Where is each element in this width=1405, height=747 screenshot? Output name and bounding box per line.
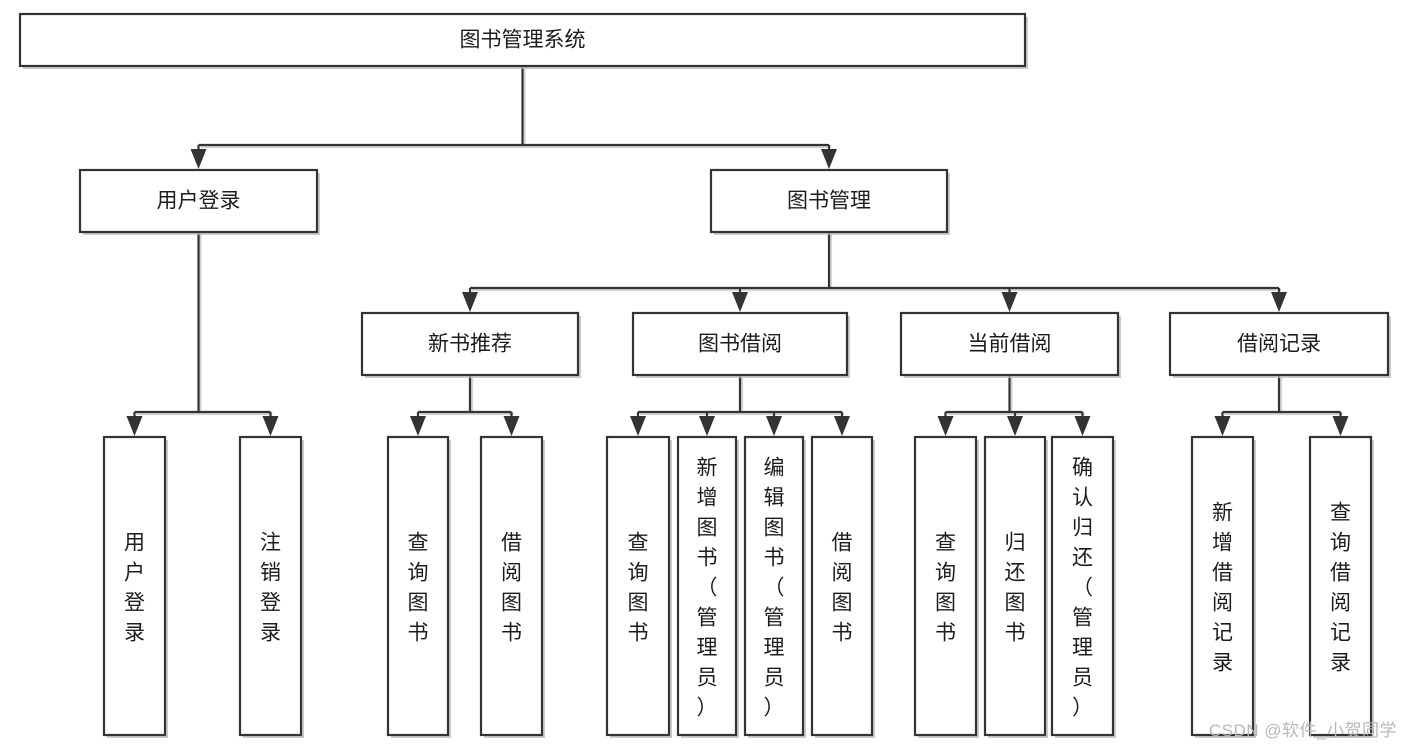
node-rect	[1190, 435, 1255, 737]
node-rect	[479, 435, 544, 737]
node-label: 查询图书	[408, 531, 429, 644]
node-leaf-borrow-edit-book[interactable]: 编辑图书（管理员）	[743, 435, 806, 738]
node-rect	[743, 435, 805, 737]
node-rect	[676, 435, 738, 737]
node-label: 注销登录	[260, 531, 281, 644]
arrow-head-icon	[1007, 416, 1023, 436]
arrow-head-icon	[834, 416, 850, 436]
node-label: 确认归还（管理员）	[1072, 456, 1093, 719]
node-label: 图书借阅	[698, 333, 782, 356]
arrow-head-icon	[262, 416, 279, 436]
arrow-head-icon	[937, 416, 954, 436]
arrow-head-icon	[821, 149, 837, 169]
node-rect	[1050, 435, 1115, 737]
node-label: 新增图书（管理员）	[697, 456, 718, 719]
node-label: 用户登录	[157, 190, 241, 213]
node-label: 图书管理系统	[460, 29, 586, 52]
node-leaf-rec-query-book[interactable]: 查询图书	[386, 435, 451, 738]
node-rect	[631, 311, 849, 377]
node-label: 新书推荐	[428, 333, 512, 356]
node-leaf-rec-query-record[interactable]: 查询借阅记录	[1308, 435, 1374, 738]
node-layer: 图书管理系统用户登录图书管理新书推荐图书借阅当前借阅借阅记录用户登录注销登录查询…	[18, 12, 1391, 738]
arrow-head-icon	[503, 416, 520, 436]
node-leaf-cur-confirm-return[interactable]: 确认归还（管理员）	[1050, 435, 1116, 738]
node-rect	[102, 435, 167, 737]
arrow-head-icon	[126, 416, 143, 436]
node-label: 编辑图书（管理员）	[764, 456, 785, 719]
node-label: 当前借阅	[968, 333, 1052, 356]
node-rect	[709, 168, 949, 234]
node-rect	[1308, 435, 1373, 737]
node-book-manage[interactable]: 图书管理	[709, 168, 950, 235]
connector-layer	[126, 66, 1349, 436]
node-rect	[1168, 311, 1390, 377]
node-leaf-borrow-borrow-book[interactable]: 借阅图书	[810, 435, 875, 738]
node-leaf-user-logout[interactable]: 注销登录	[238, 435, 304, 738]
node-user-login[interactable]: 用户登录	[78, 168, 320, 235]
node-rect	[913, 435, 978, 737]
arrow-head-icon	[1271, 292, 1287, 312]
node-root[interactable]: 图书管理系统	[18, 12, 1028, 69]
node-leaf-rec-add-record[interactable]: 新增借阅记录	[1190, 435, 1256, 738]
node-rect	[238, 435, 303, 737]
arrow-head-icon	[630, 416, 646, 436]
node-label: 查询图书	[935, 531, 956, 644]
node-rect	[810, 435, 874, 737]
node-leaf-cur-query-book[interactable]: 查询图书	[913, 435, 979, 738]
arrow-head-icon	[766, 416, 782, 436]
node-label: 查询图书	[628, 531, 649, 644]
node-label: 借阅图书	[501, 531, 522, 644]
arrow-head-icon	[1332, 416, 1349, 436]
node-leaf-user-login[interactable]: 用户登录	[102, 435, 168, 738]
node-label: 借阅图书	[832, 531, 853, 644]
node-rect	[386, 435, 450, 737]
node-label: 借阅记录	[1237, 333, 1321, 356]
node-rect	[983, 435, 1047, 737]
arrow-head-icon	[1001, 292, 1018, 312]
node-rect	[360, 311, 580, 377]
node-new-book-rec[interactable]: 新书推荐	[360, 311, 581, 378]
node-borrow-record[interactable]: 借阅记录	[1168, 311, 1391, 378]
node-book-borrow[interactable]: 图书借阅	[631, 311, 850, 378]
node-rect	[78, 168, 319, 234]
node-rect	[899, 311, 1120, 377]
node-label: 查询借阅记录	[1330, 501, 1351, 674]
node-label: 用户登录	[124, 531, 145, 644]
node-current-borrow[interactable]: 当前借阅	[899, 311, 1121, 378]
node-leaf-borrow-query-book[interactable]: 查询图书	[605, 435, 672, 738]
node-label: 图书管理	[787, 190, 871, 213]
node-leaf-borrow-add-book[interactable]: 新增图书（管理员）	[676, 435, 739, 738]
node-leaf-cur-return-book[interactable]: 归还图书	[983, 435, 1048, 738]
arrow-head-icon	[462, 292, 478, 312]
arrow-head-icon	[410, 416, 426, 436]
arrow-head-icon	[190, 149, 207, 169]
arrow-head-icon	[732, 292, 748, 312]
arrow-head-icon	[699, 416, 715, 436]
node-rect	[18, 12, 1027, 68]
arrow-head-icon	[1074, 416, 1091, 436]
node-label: 归还图书	[1005, 531, 1026, 644]
node-rect	[605, 435, 671, 737]
arrow-head-icon	[1214, 416, 1231, 436]
node-leaf-rec-borrow-book[interactable]: 借阅图书	[479, 435, 545, 738]
node-label: 新增借阅记录	[1212, 501, 1233, 674]
